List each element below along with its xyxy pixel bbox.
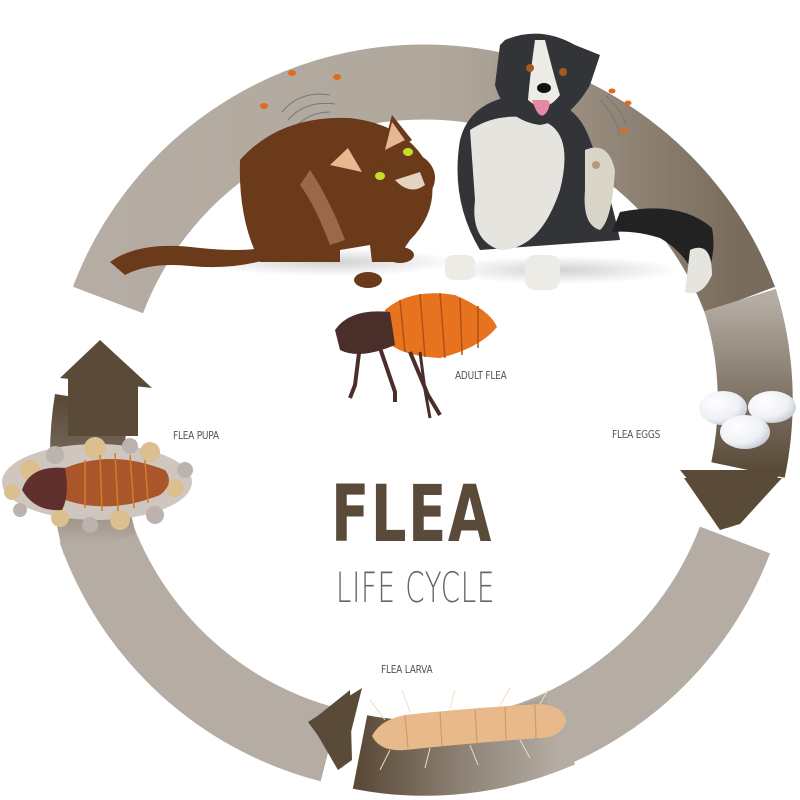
- hopping-fleas-cat: [260, 70, 341, 127]
- flea-larva-illustration: [369, 687, 566, 771]
- diagram-title: FLEA: [331, 470, 493, 560]
- label-adult-flea: ADULT FLEA: [455, 369, 507, 382]
- adult-flea-illustration: [335, 292, 497, 419]
- label-flea-pupa: FLEA PUPA: [173, 429, 219, 442]
- dog-illustration: [440, 33, 714, 294]
- diagram-subtitle: LIFE CYCLE: [336, 563, 496, 612]
- cat-illustration: [110, 115, 460, 288]
- flea-eggs-illustration: [699, 391, 796, 449]
- label-flea-eggs: FLEA EGGS: [612, 428, 661, 441]
- flea-pupa-illustration: [2, 437, 193, 533]
- hopping-fleas-dog: [599, 88, 632, 136]
- label-flea-larva: FLEA LARVA: [381, 663, 433, 676]
